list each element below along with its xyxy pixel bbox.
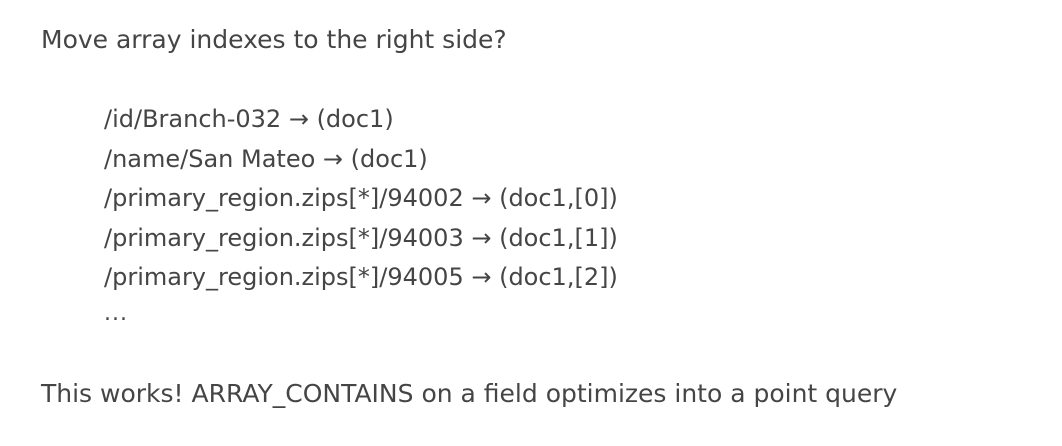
slide-heading: Move array indexes to the right side?	[41, 25, 507, 54]
index-path-line: /id/Branch-032 → (doc1)	[104, 105, 394, 133]
index-path-line: /primary_region.zips[*]/94003 → (doc1,[1…	[104, 223, 618, 252]
index-path-line: /primary_region.zips[*]/94005 → (doc1,[2…	[104, 263, 618, 291]
continuation-ellipsis: ...	[104, 301, 128, 326]
index-path-line: /name/San Mateo → (doc1)	[104, 144, 428, 173]
index-path-line: /primary_region.zips[*]/94002 → (doc1,[0…	[104, 184, 618, 212]
conclusion-text: This works! ARRAY_CONTAINS on a field op…	[41, 379, 898, 408]
index-path-list: /id/Branch-032 → (doc1) /name/San Mateo …	[104, 100, 618, 298]
